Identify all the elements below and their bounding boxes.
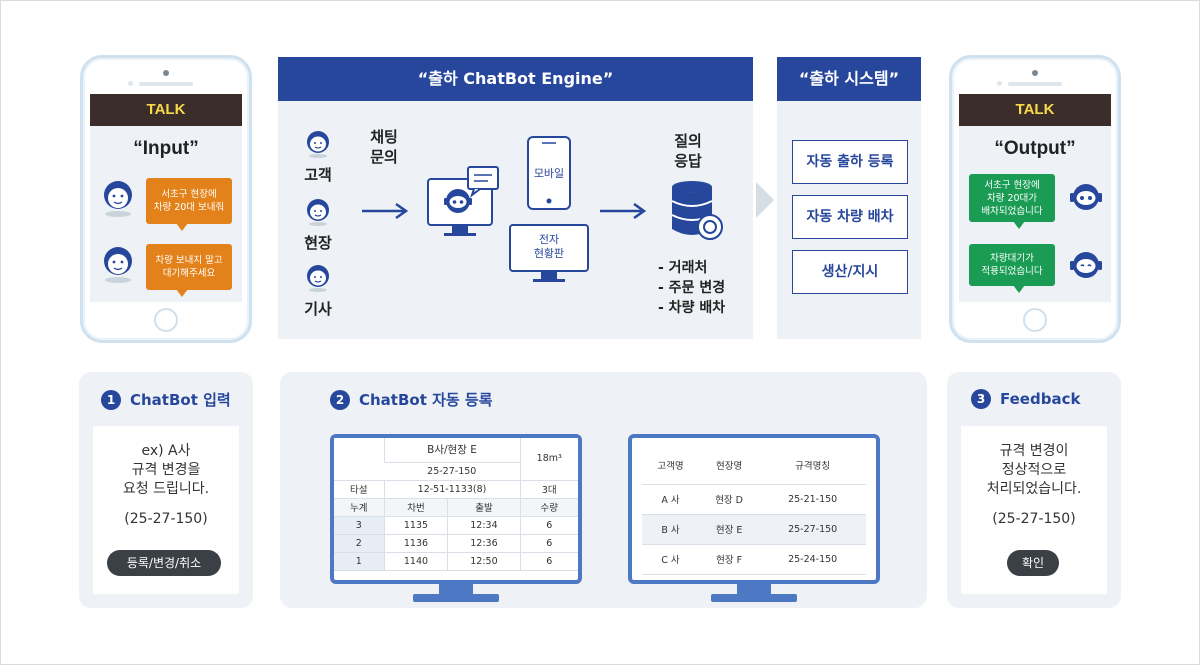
input-bubble-1: 서초구 현장에 차량 20대 보내줘 bbox=[146, 178, 232, 231]
chatbot-avatar-icon bbox=[1070, 184, 1102, 210]
column-header: 규격명칭 bbox=[759, 446, 866, 485]
e-board-icon bbox=[509, 224, 589, 282]
table1-info-value: 12-51-1133(8) bbox=[383, 480, 520, 499]
step1-panel: 1 ChatBot 입력 ex) A사 규격 변경을 요청 드립니다. (25-… bbox=[79, 372, 253, 608]
user-driver-icon bbox=[307, 265, 329, 292]
mobile-label: 모바일 bbox=[533, 167, 565, 180]
arrow-right-icon bbox=[362, 202, 409, 220]
chevron-right-icon bbox=[756, 182, 774, 218]
output-bubble-1: 서초구 현장에 차량 20대가 배차되었습니다 bbox=[969, 174, 1055, 229]
step3-title: 3 Feedback bbox=[971, 389, 1080, 409]
monitor-stand bbox=[737, 584, 771, 596]
monitor-stand bbox=[439, 584, 473, 596]
home-button bbox=[154, 308, 178, 332]
arrow-right-icon bbox=[600, 202, 647, 220]
step1-message: ex) A사 규격 변경을 요청 드립니다. bbox=[122, 443, 210, 497]
home-button bbox=[1023, 308, 1047, 332]
e-board-label: 전자 현황판 bbox=[533, 233, 565, 260]
output-phone: TALK “Output” 서초구 현장에 차량 20대가 배차되었습니다 차량… bbox=[949, 55, 1121, 343]
phone-camera bbox=[1032, 70, 1038, 76]
engine-title: “출하 ChatBot Engine” bbox=[278, 57, 753, 101]
step2-panel: 2 ChatBot 자동 등록 B사/현장 E 18m³ 25-27-150 타… bbox=[280, 372, 927, 608]
input-phone-screen: TALK “Input” 서초구 현장에 차량 20대 보내줘 차량 보내지 말… bbox=[90, 94, 242, 302]
auto-shipping-box: 자동 출하 등록 bbox=[792, 140, 908, 184]
chatbot-avatar-icon bbox=[1070, 252, 1102, 278]
talk-header: TALK bbox=[90, 94, 242, 126]
step2-title-text: ChatBot 자동 등록 bbox=[359, 391, 493, 409]
user-site-icon bbox=[307, 199, 329, 226]
table1-volume: 18m³ bbox=[519, 438, 578, 481]
talk-header: TALK bbox=[959, 94, 1111, 126]
column-header: 차번 bbox=[383, 498, 448, 517]
step-number-badge: 1 bbox=[101, 389, 121, 410]
step1-title: 1 ChatBot 입력 bbox=[101, 389, 231, 410]
system-title: “출하 시스템” bbox=[777, 57, 921, 101]
step1-title-text: ChatBot 입력 bbox=[130, 391, 231, 409]
step-number-badge: 2 bbox=[330, 389, 350, 410]
step2-title: 2 ChatBot 자동 등록 bbox=[330, 389, 493, 410]
confirm-button[interactable]: 확인 bbox=[1007, 550, 1059, 576]
bullet-order-change: - 주문 변경 bbox=[658, 280, 726, 296]
input-title: “Input” bbox=[133, 138, 199, 159]
monitor-base bbox=[413, 594, 499, 602]
input-bubble-2: 차량 보내지 말고 대기해주세요 bbox=[146, 244, 232, 297]
bullet-client: - 거래처 bbox=[658, 260, 708, 276]
step1-card: ex) A사 규격 변경을 요청 드립니다. (25-27-150) 등록/변경… bbox=[93, 426, 239, 594]
step-number-badge: 3 bbox=[971, 389, 991, 409]
customer-avatar-icon bbox=[104, 181, 132, 217]
step1-code: (25-27-150) bbox=[124, 511, 208, 527]
chat-inquiry-label: 채팅 문의 bbox=[370, 128, 398, 166]
output-title: “Output” bbox=[994, 138, 1076, 159]
chatbot-monitor-icon bbox=[427, 166, 499, 236]
dispatch-table: B사/현장 E 18m³ 25-27-150 타설 12-51-1133(8) … bbox=[334, 438, 578, 571]
chatbot-engine-panel: “출하 ChatBot Engine” 고객 현장 기사 채팅 문의 bbox=[278, 57, 753, 339]
registration-monitor-1: B사/현장 E 18m³ 25-27-150 타설 12-51-1133(8) … bbox=[330, 434, 582, 584]
output-bubble-2: 차량대기가 적용되었습니다 bbox=[969, 244, 1055, 293]
table1-header: B사/현장 E bbox=[383, 438, 520, 463]
step3-panel: 3 Feedback 규격 변경이 정상적으로 처리되었습니다. (25-27-… bbox=[947, 372, 1121, 608]
auto-dispatch-box: 자동 차량 배차 bbox=[792, 195, 908, 239]
column-header: 수량 bbox=[519, 498, 578, 517]
mobile-phone-icon bbox=[527, 136, 571, 210]
step3-code: (25-27-150) bbox=[992, 511, 1076, 527]
column-header: 출발 bbox=[447, 498, 520, 517]
shipping-system-panel: “출하 시스템” 자동 출하 등록 자동 차량 배차 생산/지시 bbox=[777, 57, 921, 339]
phone-camera bbox=[163, 70, 169, 76]
user-customer-icon bbox=[307, 131, 329, 158]
table1-spec: 25-27-150 bbox=[384, 462, 520, 481]
table1-info-label: 타설 bbox=[334, 480, 384, 499]
customer-avatar-icon bbox=[104, 247, 132, 283]
user-label-site: 현장 bbox=[304, 234, 332, 252]
phone-speaker bbox=[139, 82, 193, 86]
user-label-customer: 고객 bbox=[304, 166, 332, 184]
database-icon bbox=[671, 181, 723, 240]
bullet-dispatch: - 차량 배차 bbox=[658, 300, 726, 316]
step3-message: 규격 변경이 정상적으로 처리되었습니다. bbox=[986, 443, 1082, 497]
table1-info-count: 3대 bbox=[519, 480, 578, 499]
production-box: 생산/지시 bbox=[792, 250, 908, 294]
phone-sensor bbox=[997, 81, 1002, 86]
column-header: 고객명 bbox=[642, 446, 699, 485]
step3-card: 규격 변경이 정상적으로 처리되었습니다. (25-27-150) 확인 bbox=[961, 426, 1107, 594]
column-header: 현장명 bbox=[698, 446, 760, 485]
phone-sensor bbox=[128, 81, 133, 86]
register-change-cancel-button[interactable]: 등록/변경/취소 bbox=[107, 550, 221, 576]
monitor-base bbox=[711, 594, 797, 602]
column-header: 누계 bbox=[334, 498, 384, 517]
input-phone: TALK “Input” 서초구 현장에 차량 20대 보내줘 차량 보내지 말… bbox=[80, 55, 252, 343]
phone-speaker bbox=[1008, 82, 1062, 86]
output-phone-screen: TALK “Output” 서초구 현장에 차량 20대가 배차되었습니다 차량… bbox=[959, 94, 1111, 302]
step3-title-text: Feedback bbox=[1000, 390, 1081, 408]
qa-label: 질의 응답 bbox=[674, 132, 702, 170]
user-label-driver: 기사 bbox=[304, 300, 332, 318]
